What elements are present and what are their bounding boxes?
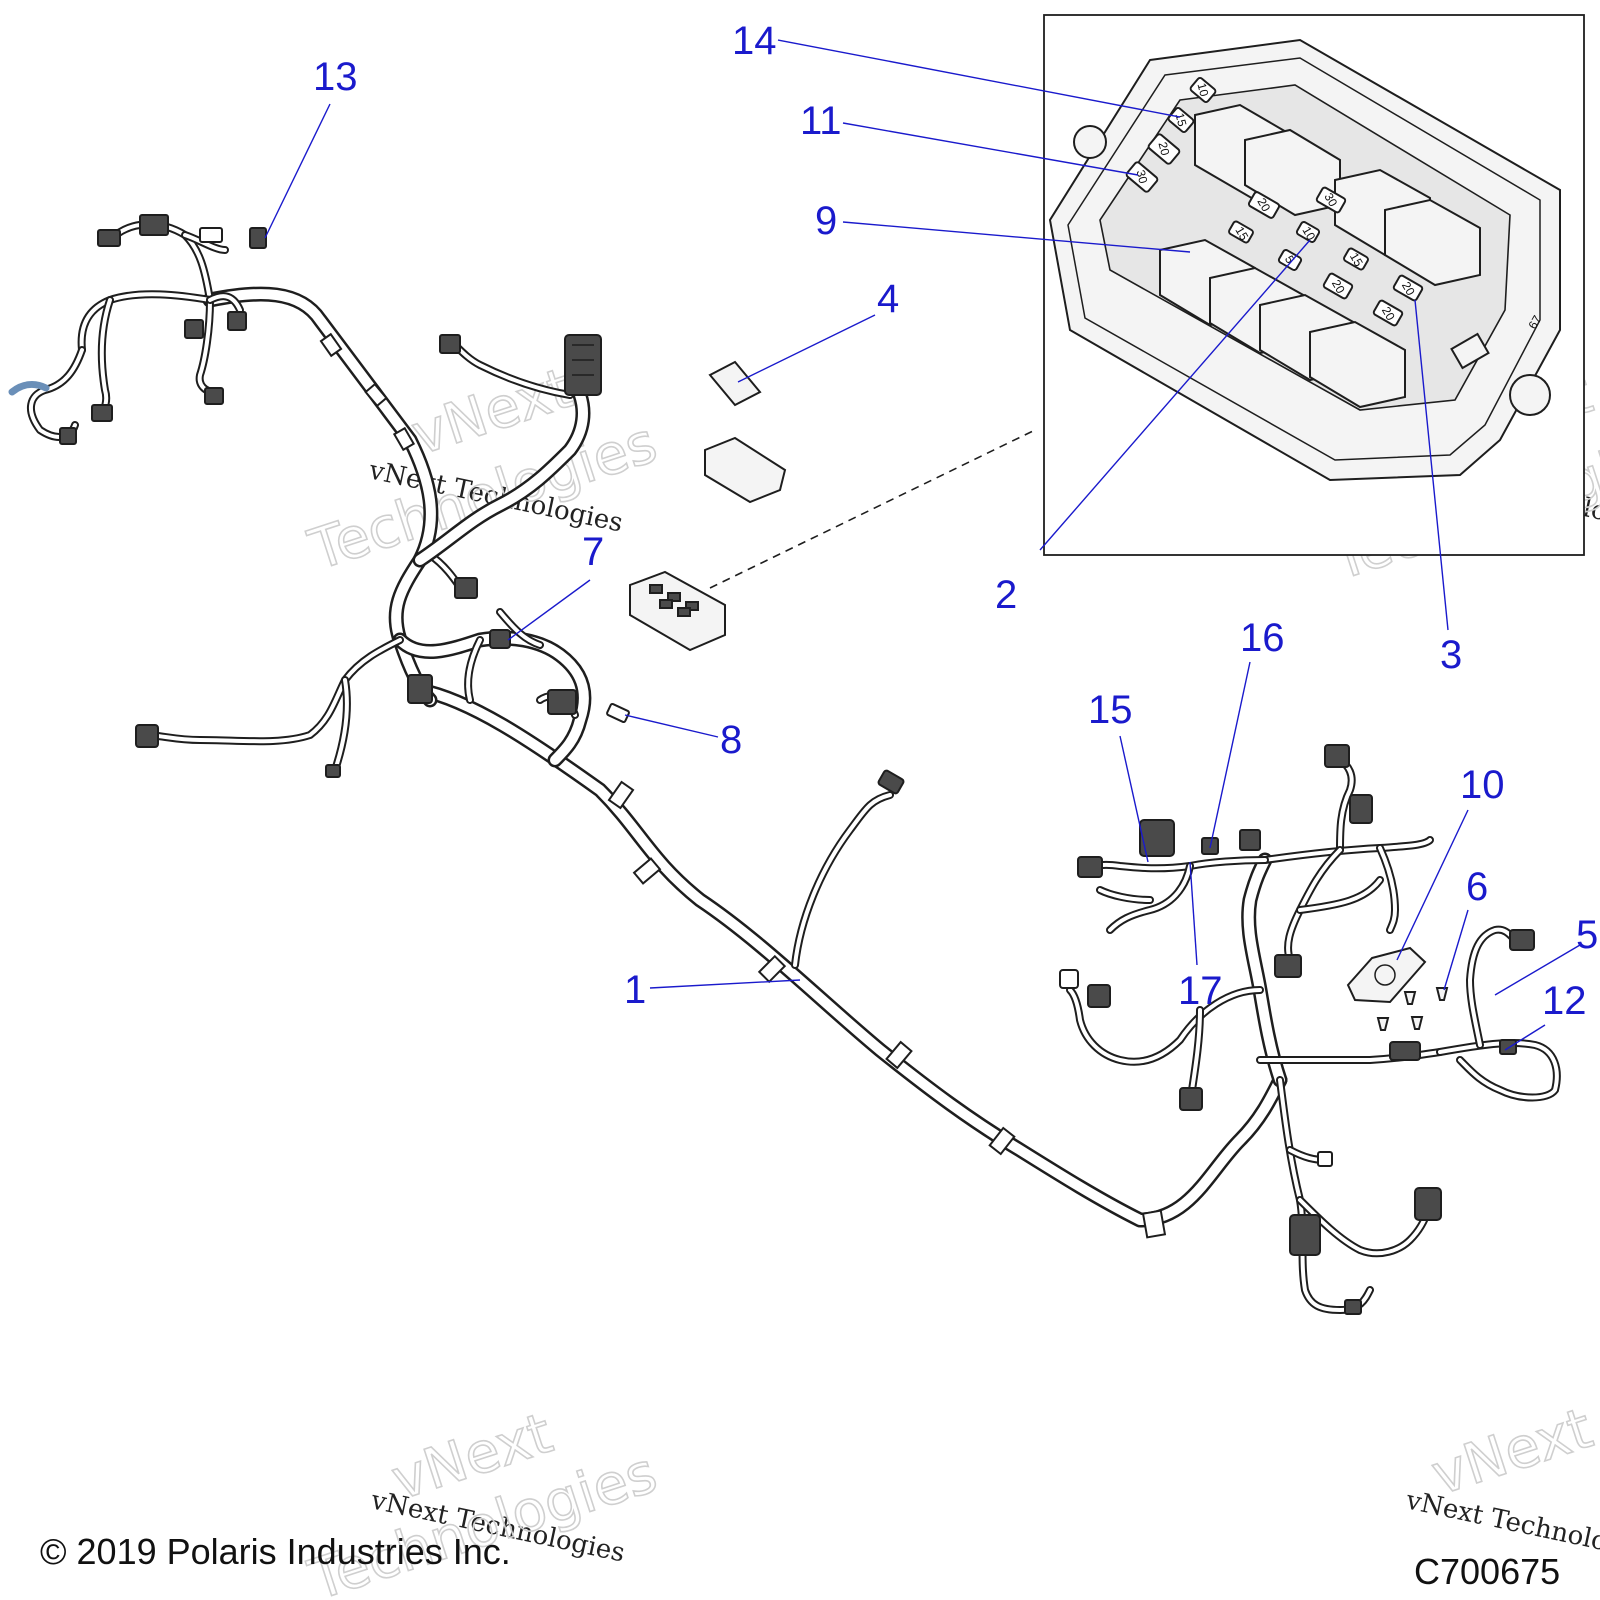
main-harness [412,682,1288,1239]
fuse-label-30b: 30 [1321,190,1340,209]
leader-8 [624,714,719,738]
leader-14 [777,39,1181,118]
leader-5 [1494,944,1581,996]
callout-15: 15 [1088,688,1133,732]
rear-harness [1059,744,1561,1315]
fuse-box-small [629,570,726,652]
callout-3: 3 [1440,633,1462,677]
leader-7 [507,579,591,641]
leader-16 [1209,661,1251,849]
leader-10 [1396,809,1469,961]
fuse-label-20b: 20 [1254,195,1273,214]
callout-12: 12 [1542,979,1587,1023]
callout-7: 7 [582,530,604,574]
fuse-label-20e: 20 [1379,304,1398,323]
loose-parts [489,360,1036,724]
screw-group-6 [1376,987,1449,1031]
fuse-group: 10 15 20 30 20 15 10 5 15 30 20 20 20 [1125,77,1424,327]
gasket-10 [1346,946,1427,1004]
inset-dashed-line [709,429,1036,589]
leader-11 [842,122,1139,176]
callout-13: 13 [313,55,358,99]
callout-numbers: 1 2 3 4 5 6 7 8 9 10 11 12 13 14 15 16 1… [313,19,1598,1023]
leader-1 [649,979,801,989]
fuse-label-20d: 20 [1329,277,1348,296]
leader-13 [264,103,331,239]
diagram-code: C700675 [1414,1551,1560,1592]
callout-14: 14 [732,19,777,63]
copyright-text: © 2019 Polaris Industries Inc. [40,1531,511,1572]
callout-6: 6 [1466,865,1488,909]
callout-5: 5 [1576,913,1598,957]
leader-9 [842,221,1191,253]
fuse-label-20c: 20 [1399,279,1418,298]
fuse-label-10b: 10 [1299,224,1318,243]
callout-10: 10 [1460,763,1505,807]
front-harness [8,214,602,778]
relay-group [1159,103,1481,409]
callout-9: 9 [815,199,837,243]
fuse-label-15c: 15 [1347,250,1366,269]
callout-4: 4 [877,277,899,321]
leader-17 [1189,861,1198,966]
callout-16: 16 [1240,616,1285,660]
fuse-box-detail-inset: 10 15 20 30 20 15 10 5 15 30 20 20 20 [1043,14,1585,556]
leader-4 [737,314,876,383]
leader-15 [1119,735,1149,863]
leader-lines [264,39,1581,1051]
callout-11: 11 [800,99,842,143]
label-pad [708,360,762,407]
callout-1: 1 [624,968,646,1012]
callout-8: 8 [720,718,742,762]
leader-12 [1504,1024,1546,1051]
watermark-big-4a: vNext [1424,1396,1600,1508]
small-connector-8 [606,702,630,724]
callout-17: 17 [1178,969,1223,1013]
leader-6 [1443,909,1469,991]
fuse-label-15b: 15 [1232,224,1251,243]
fuse-label-20a: 20 [1155,140,1172,157]
fuse-label-15a: 15 [1172,111,1189,128]
fuse-label-10a: 10 [1194,81,1211,98]
fuse-box-number: 67 [1525,313,1544,332]
fuse-label-30a: 30 [1133,168,1150,185]
fuse-box-cover [704,436,787,504]
leader-2 [1039,239,1311,551]
leader-3 [1414,299,1449,631]
callout-2: 2 [995,573,1017,617]
